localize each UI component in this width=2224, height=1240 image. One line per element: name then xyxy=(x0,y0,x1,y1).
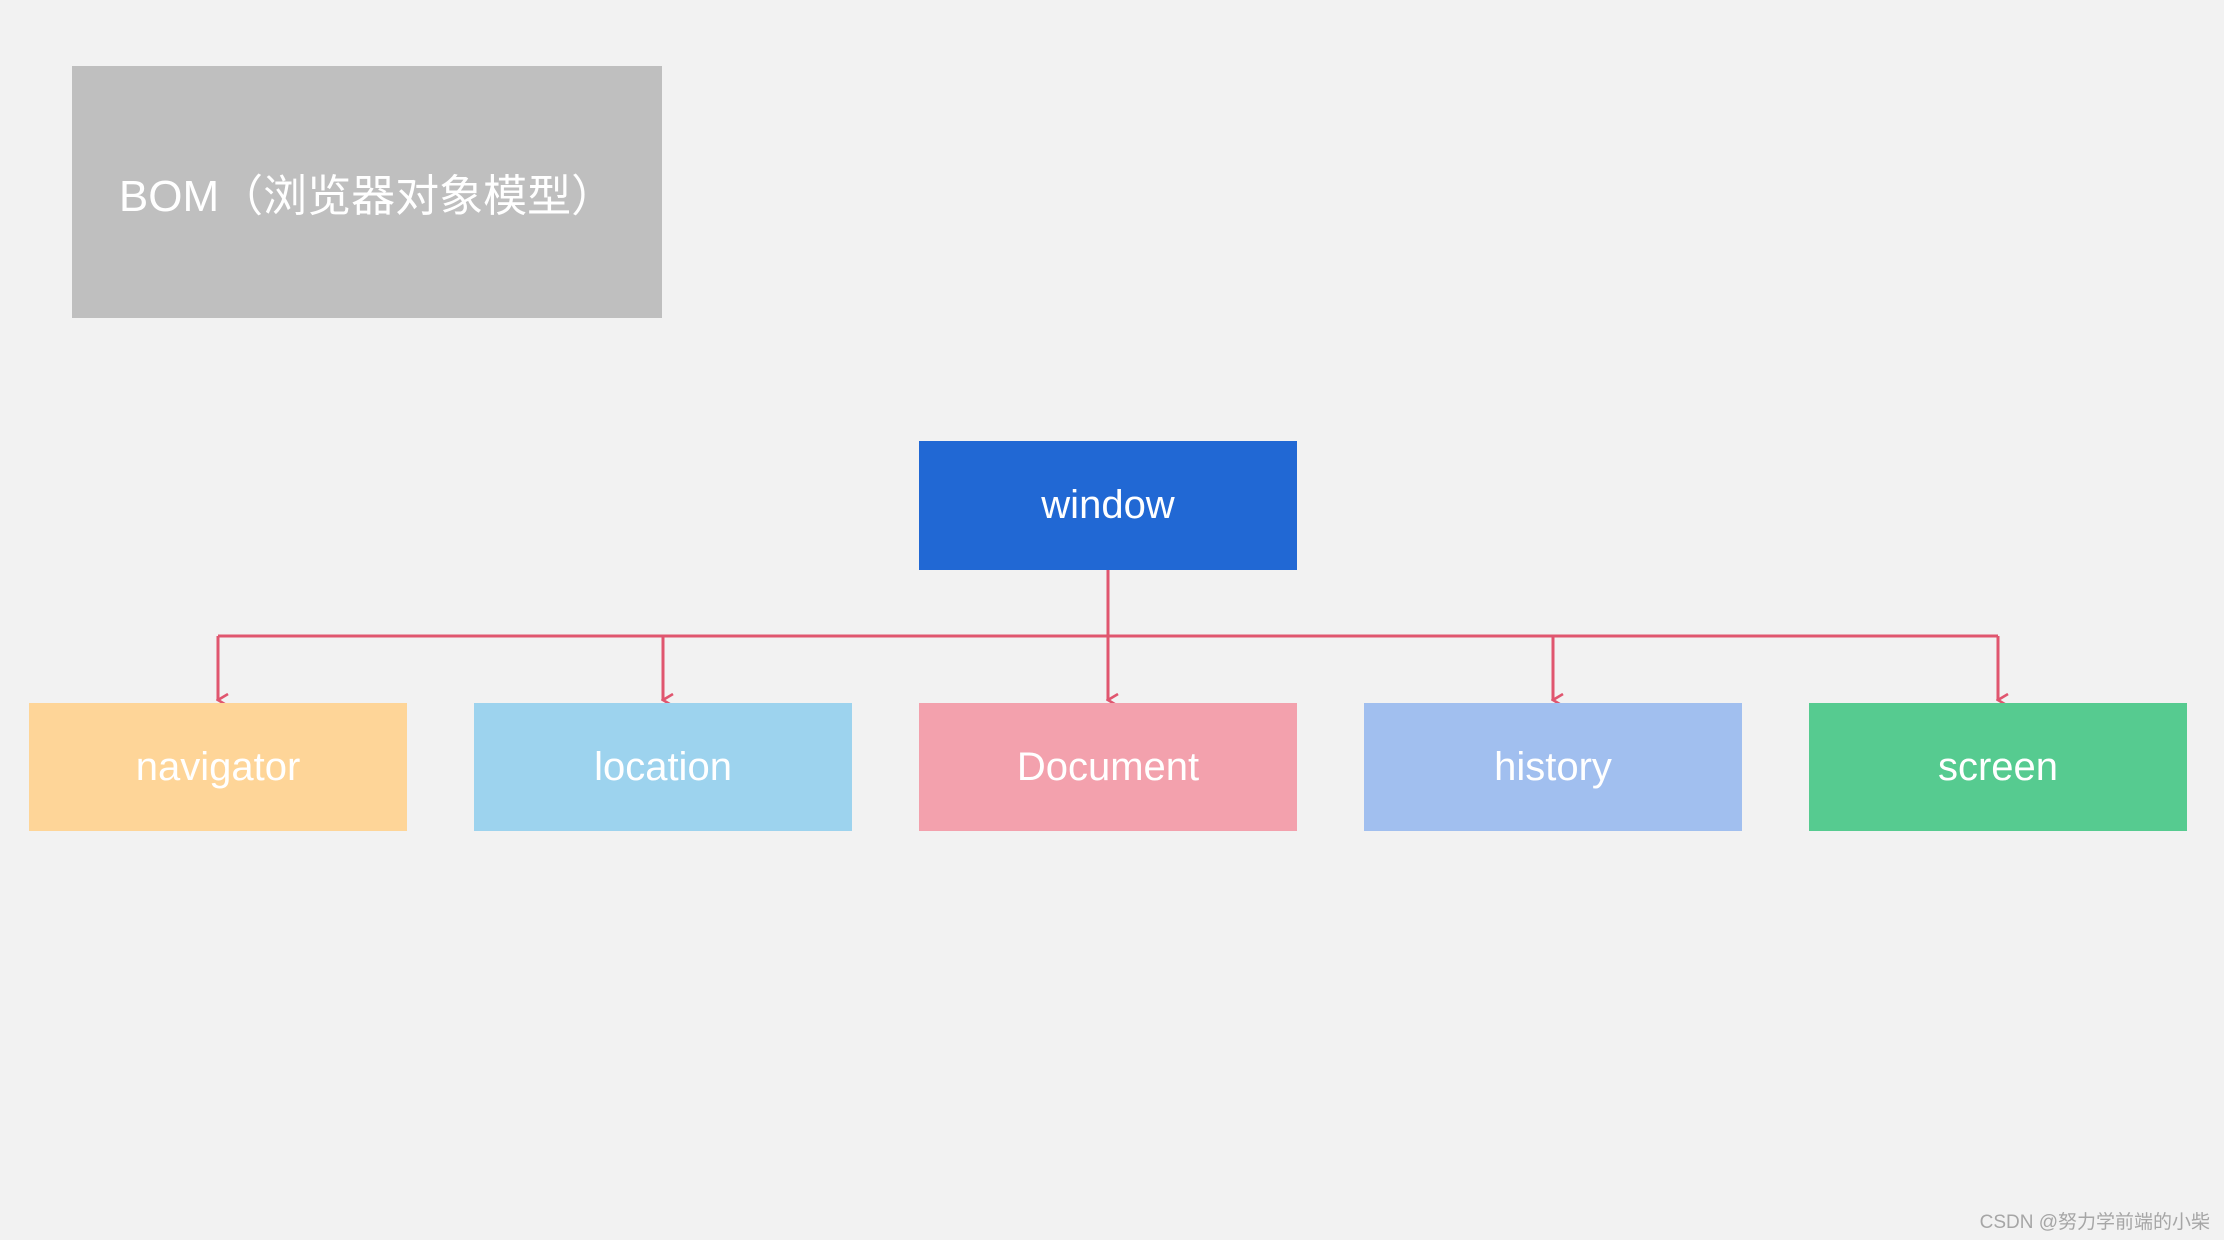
history-node: history xyxy=(1364,703,1742,831)
location-node: location xyxy=(474,703,852,831)
document-node: Document xyxy=(919,703,1297,831)
navigator-node: navigator xyxy=(29,703,407,831)
navigator-label: navigator xyxy=(135,744,301,789)
location-label: location xyxy=(594,744,732,789)
watermark-text: CSDN @努力学前端的小柴 xyxy=(1979,1212,2210,1233)
diagram-title: BOM（浏览器对象模型） xyxy=(118,172,616,221)
screen-node: screen xyxy=(1809,703,2187,831)
diagram-title-box: BOM（浏览器对象模型） xyxy=(72,66,662,318)
window-node: window xyxy=(919,441,1297,570)
history-label: history xyxy=(1494,744,1612,789)
window-label: window xyxy=(1041,483,1175,527)
screen-label: screen xyxy=(1937,744,2059,789)
document-label: Document xyxy=(1016,744,1200,789)
